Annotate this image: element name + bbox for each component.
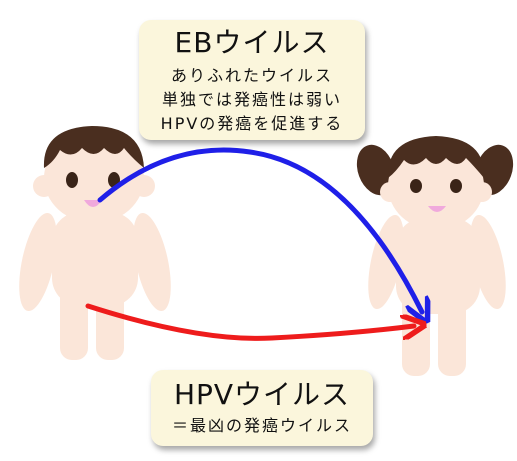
hpv-red-arrow <box>85 303 414 341</box>
girl-figure-icon <box>356 136 514 376</box>
eb-virus-desc-line: HPVの発癌を促進する <box>160 114 344 133</box>
eb-virus-desc-line: 単独では発癌性は弱い <box>161 90 342 109</box>
eb-virus-title: EBウイルス <box>174 26 330 59</box>
boy-figure-icon <box>19 126 171 360</box>
eb-blue-arrow <box>97 147 422 312</box>
eb-virus-label-box: EBウイルス ありふれたウイルス 単独では発癌性は弱い HPVの発癌を促進する <box>139 20 365 140</box>
hpv-virus-label-box: HPVウイルス ＝最凶の発癌ウイルス <box>151 370 373 446</box>
hpv-virus-title: HPVウイルス <box>173 378 351 411</box>
hpv-virus-subtitle: ＝最凶の発癌ウイルス <box>171 416 352 435</box>
eb-virus-desc-line: ありふれたウイルス <box>170 66 333 85</box>
